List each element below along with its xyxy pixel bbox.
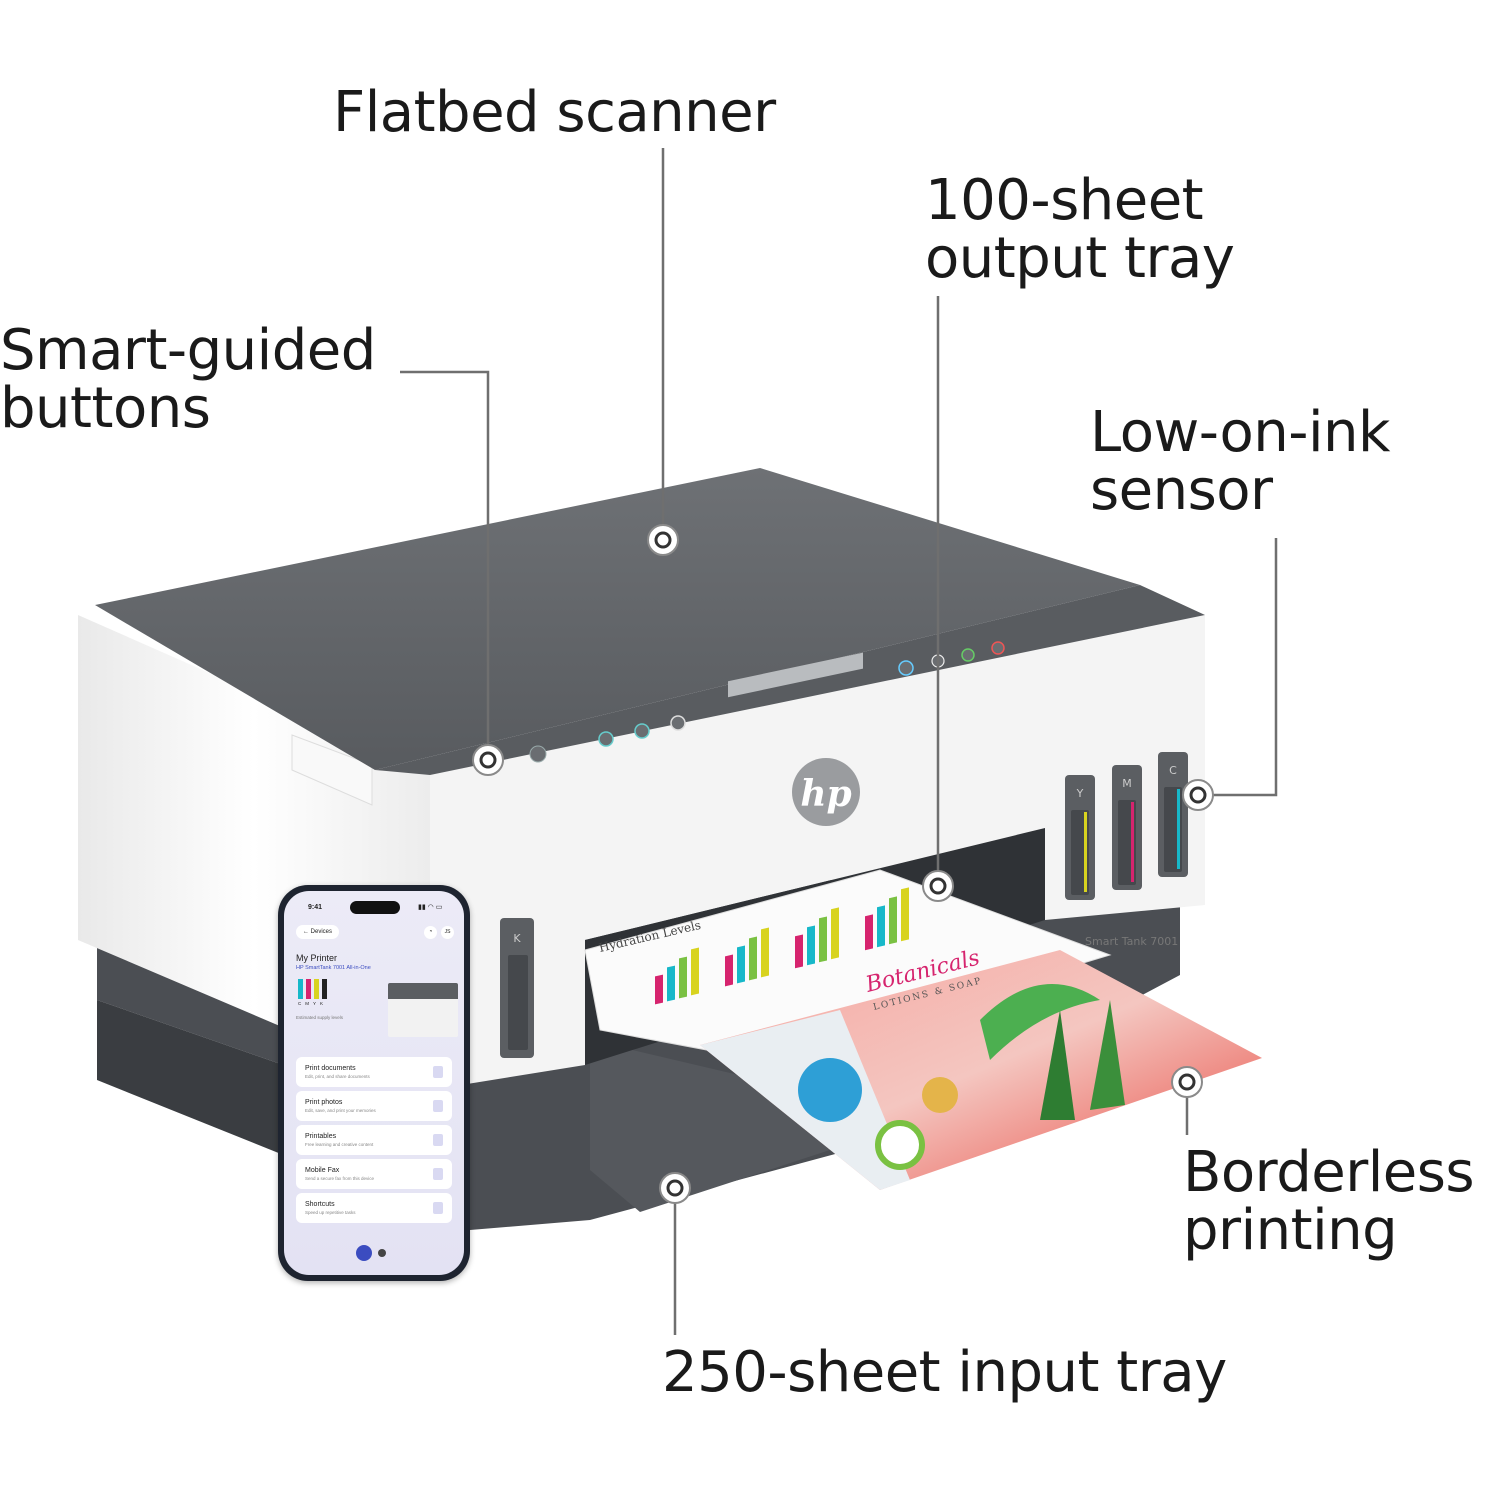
chart-bar	[691, 947, 699, 996]
input-tray-marker	[659, 1172, 691, 1204]
info-button[interactable]	[670, 715, 686, 731]
chart-bar	[667, 965, 675, 1002]
avatar[interactable]: JS	[441, 926, 454, 939]
back-arrow-icon: ←	[303, 929, 311, 935]
copy-button[interactable]	[598, 731, 614, 747]
shop-tab-icon[interactable]	[378, 1249, 386, 1257]
chart-bars	[655, 887, 909, 1005]
printer-title: My Printer	[296, 953, 338, 963]
svg-text:C: C	[1169, 764, 1177, 777]
phone-screen: 9:41 ▮▮ ◠ ▭ ← Devices ◔ JS My Printer HP…	[284, 891, 464, 1275]
callout-lines	[400, 148, 1278, 1335]
output-tray-marker	[922, 870, 954, 902]
chart-bar	[877, 905, 885, 948]
status-icons: ▮▮ ◠ ▭	[418, 904, 443, 911]
chart-bar	[761, 927, 769, 978]
callout-markers	[472, 524, 1214, 1204]
power-button[interactable]	[529, 745, 547, 763]
svg-text:M: M	[1122, 777, 1132, 790]
ink-caption: Estimated supply levels	[296, 1015, 344, 1020]
svg-text:K: K	[513, 932, 521, 945]
printed-photo: Botanicals LOTIONS & SOAP	[700, 945, 1262, 1190]
ink-tanks: Y M C K	[500, 752, 1188, 1058]
input-tray	[590, 1040, 830, 1212]
buttons-marker	[472, 744, 504, 776]
chart-bar	[819, 916, 827, 963]
svg-text:Y: Y	[1076, 787, 1084, 800]
shortcuts-icon	[433, 1202, 443, 1214]
control-buttons	[529, 641, 1005, 763]
chart-bar	[831, 907, 839, 960]
printables-icon	[433, 1134, 443, 1146]
home-tab-icon[interactable]	[356, 1245, 372, 1261]
color-copy-button[interactable]	[898, 660, 914, 676]
chart-bar	[725, 954, 733, 987]
borderless-marker	[1171, 1066, 1203, 1098]
model-label: Smart Tank 7001	[1085, 935, 1178, 948]
dynamic-island	[350, 901, 400, 914]
document-icon	[433, 1066, 443, 1078]
fax-icon	[433, 1168, 443, 1180]
chart-bar	[679, 956, 687, 999]
hp-logo: hp	[792, 758, 860, 826]
callout-input-tray: 250-sheet input tray	[662, 1340, 1227, 1405]
printer-model[interactable]: HP SmartTank 7001 All-in-One	[296, 965, 371, 971]
ok-button[interactable]	[961, 648, 975, 662]
flatbed-marker	[647, 524, 679, 556]
back-label: Devices	[310, 929, 333, 935]
ink-letters: CMYK	[298, 1001, 328, 1006]
chart-bar	[807, 925, 815, 966]
chart-bar	[737, 945, 745, 984]
svg-text:hp: hp	[800, 773, 851, 815]
callout-flatbed-scanner: Flatbed scanner	[333, 80, 776, 145]
chart-bar	[889, 896, 897, 945]
chart-bar	[865, 914, 873, 951]
wifi-button[interactable]	[634, 723, 650, 739]
photo-icon	[433, 1100, 443, 1112]
cancel-button[interactable]	[991, 641, 1005, 655]
smartphone: 9:41 ▮▮ ◠ ▭ ← Devices ◔ JS My Printer HP…	[278, 885, 470, 1281]
chart-bar	[901, 887, 909, 942]
chart-bar	[749, 936, 757, 981]
chart-bar	[655, 974, 663, 1005]
scanner-lid	[95, 468, 1140, 770]
phone-time: 9:41	[308, 904, 323, 911]
lcd-display	[728, 652, 863, 698]
printer-thumbnail	[388, 983, 458, 1037]
bell-icon[interactable]: ◔	[424, 926, 437, 939]
chart-bar	[795, 934, 803, 969]
low-ink-marker	[1182, 779, 1214, 811]
back-devices-button[interactable]: ← Devices	[296, 925, 340, 939]
